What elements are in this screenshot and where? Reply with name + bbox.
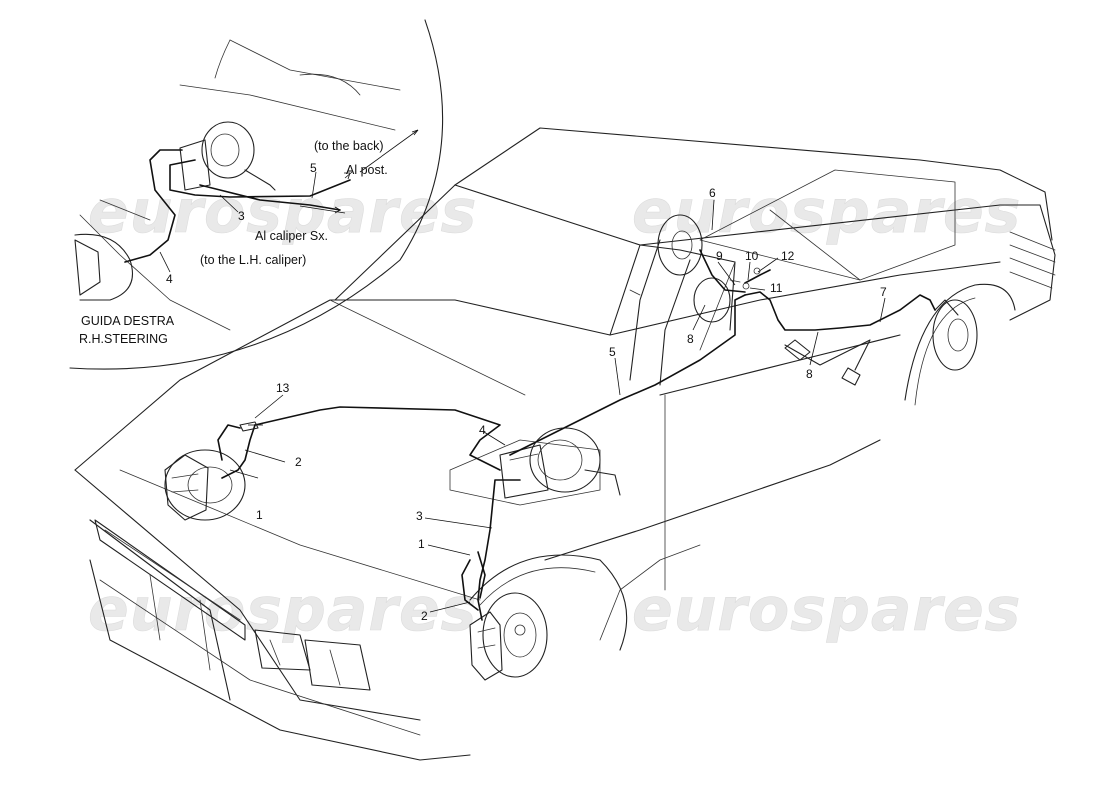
rear-caliper <box>693 277 731 323</box>
inset-callout-4: 4 <box>166 272 173 286</box>
callout-4: 4 <box>479 423 486 437</box>
inset-pipe-3 <box>199 184 341 211</box>
callout-10: 10 <box>745 249 759 263</box>
front-right-wheel-hub <box>469 592 548 681</box>
pipe-5-rear <box>509 294 746 456</box>
inset-rh-steering: 5 3 4 (to the back) Al post. Al caliper … <box>69 19 444 370</box>
inset-note-rh-steering: R.H.STEERING <box>79 332 168 346</box>
inset-servo <box>201 121 255 179</box>
pipe-5-front <box>254 406 501 471</box>
inset-pipe-4 <box>124 149 183 263</box>
callout-1-right: 1 <box>418 537 425 551</box>
inset-border <box>69 19 444 370</box>
watermark-bottom-right: eurospares <box>632 575 1021 645</box>
part-13-clip <box>239 421 259 432</box>
inset-note-al-post: Al post. <box>346 163 388 177</box>
callout-11: 11 <box>770 281 783 295</box>
small-parts <box>239 267 761 432</box>
car-body <box>74 127 1056 761</box>
pipe-2-left <box>221 424 256 479</box>
inset-callout-5: 5 <box>310 161 317 175</box>
callout-8-lower: 8 <box>806 367 813 381</box>
front-right-caliper <box>469 611 503 681</box>
rear-right-disc <box>932 299 978 371</box>
front-left-caliper <box>164 454 209 521</box>
callout-8-upper: 8 <box>687 332 694 346</box>
inset-pipe-5 <box>169 159 351 198</box>
watermark-top-right: eurospares <box>632 177 1021 247</box>
callout-leaders <box>229 199 886 613</box>
front-left-wheel-hub <box>164 449 246 521</box>
inset-note-al-caliper: Al caliper Sx. <box>255 229 328 243</box>
callout-2-right: 2 <box>421 609 428 623</box>
callout-5: 5 <box>609 345 616 359</box>
callout-7: 7 <box>880 285 887 299</box>
callout-9: 9 <box>716 249 723 263</box>
brake-pipes <box>217 249 936 621</box>
callout-12: 12 <box>781 249 795 263</box>
watermark-top-left: eurospares <box>88 177 477 247</box>
rear-hubs <box>629 214 978 386</box>
callout-1-left: 1 <box>256 508 263 522</box>
callout-numbers: 1 2 13 1 2 3 4 5 6 7 8 8 9 10 11 12 <box>256 186 887 623</box>
watermark-bottom-left: eurospares <box>88 575 477 645</box>
inset-caliper <box>74 239 101 296</box>
inset-note-guida-destra: GUIDA DESTRA <box>81 314 175 328</box>
callout-2-left: 2 <box>295 455 302 469</box>
inset-note-to-back: (to the back) <box>314 139 383 153</box>
pipe-3 <box>477 479 521 621</box>
callout-6: 6 <box>709 186 716 200</box>
watermarks: eurospares eurospares eurospares eurospa… <box>88 177 1021 646</box>
inset-callout-3: 3 <box>238 209 245 223</box>
callout-13: 13 <box>276 381 290 395</box>
callout-3: 3 <box>416 509 423 523</box>
pipe-7 <box>744 291 936 331</box>
hose-1-right <box>461 559 479 611</box>
brake-servo <box>449 427 621 506</box>
inset-note-to-lh-caliper: (to the L.H. caliper) <box>200 253 306 267</box>
